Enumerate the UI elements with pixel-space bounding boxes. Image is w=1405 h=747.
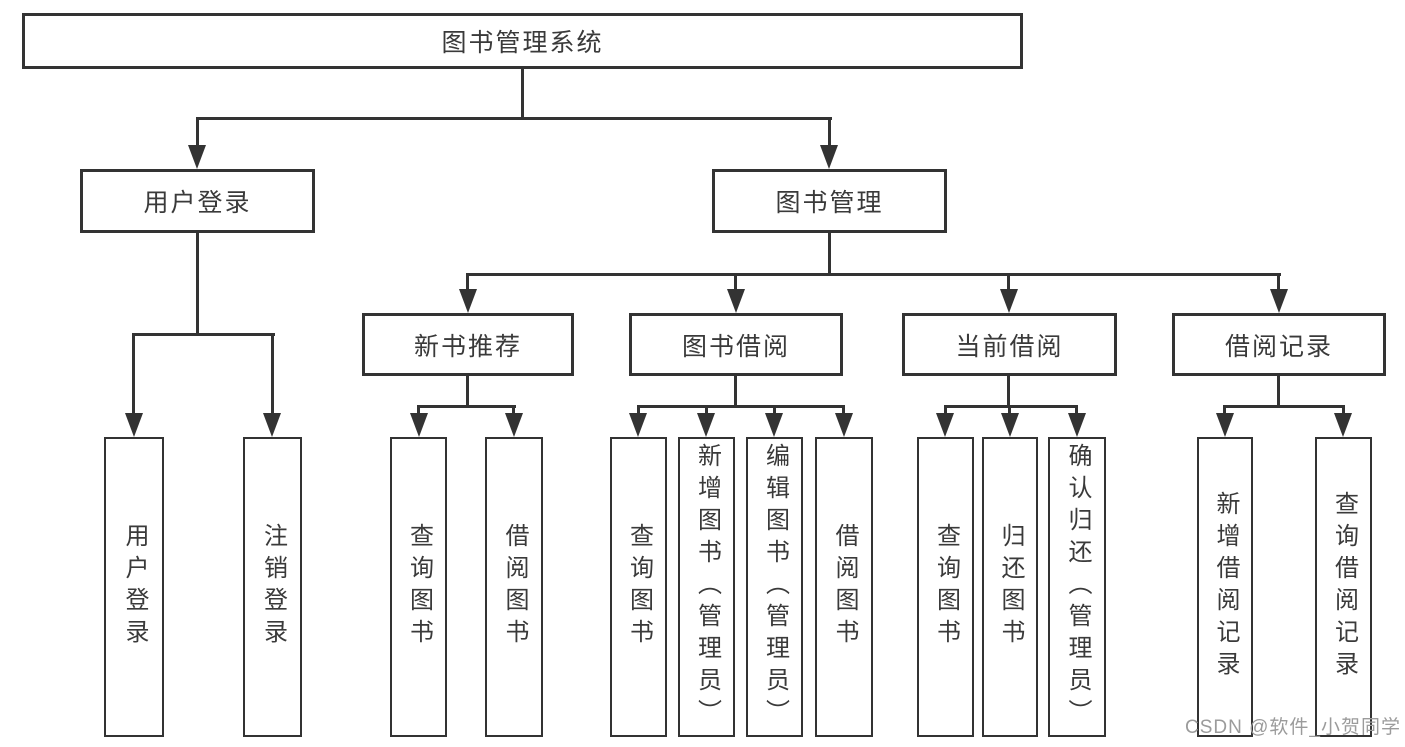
arrowhead-user-login bbox=[188, 145, 206, 169]
connector-drop-leaf-9 bbox=[944, 405, 947, 417]
node-book-management-label: 图书管理 bbox=[775, 189, 884, 217]
node-query-books-borrowing-label: 查询图书 bbox=[625, 523, 653, 651]
connector-recommend-hbar bbox=[417, 405, 516, 408]
node-query-books-current-label: 查询图书 bbox=[932, 523, 960, 651]
connector-records-trunk bbox=[1277, 376, 1280, 405]
arrowhead-login-leaf bbox=[125, 413, 143, 437]
connector-drop-leaf-13 bbox=[1342, 405, 1345, 417]
connector-drop-current-borrow bbox=[1007, 273, 1010, 293]
connector-records-hbar bbox=[1224, 405, 1344, 408]
node-return-books: 归还图书 bbox=[982, 437, 1038, 737]
node-user-login: 用户登录 bbox=[80, 169, 315, 233]
connector-drop-leaf-4 bbox=[512, 405, 515, 417]
node-query-borrow-record: 查询借阅记录 bbox=[1315, 437, 1372, 737]
node-borrowing-records-label: 借阅记录 bbox=[1224, 332, 1333, 361]
node-current-borrowing-label: 当前借阅 bbox=[955, 332, 1064, 361]
arrowhead-leaf-11 bbox=[1068, 413, 1086, 437]
connector-drop-leaf-11 bbox=[1075, 405, 1078, 417]
connector-borrowing-hbar bbox=[637, 405, 845, 408]
connector-drop-book-borrow bbox=[734, 273, 737, 293]
node-user-login-label: 用户登录 bbox=[143, 189, 252, 217]
arrowhead-logout-leaf bbox=[263, 413, 281, 437]
connector-current-trunk bbox=[1007, 376, 1010, 405]
connector-drop-leaf-10 bbox=[1008, 405, 1011, 417]
node-borrow-books-recommend: 借阅图书 bbox=[485, 437, 543, 737]
connector-user-login-trunk bbox=[196, 233, 199, 335]
node-logout-label: 注销登录 bbox=[259, 523, 287, 651]
node-return-books-label: 归还图书 bbox=[997, 523, 1024, 651]
node-query-books-recommend: 查询图书 bbox=[390, 437, 447, 737]
arrowhead-leaf-12 bbox=[1216, 413, 1234, 437]
connector-drop-book-mgmt bbox=[828, 117, 831, 149]
csdn-watermark: CSDN @软件_小贺同学 bbox=[1185, 717, 1401, 738]
connector-level2-hbar bbox=[196, 117, 832, 120]
node-current-borrowing: 当前借阅 bbox=[902, 313, 1117, 376]
node-edit-books-admin-label: 编辑图书（管理员） bbox=[761, 443, 789, 731]
arrowhead-leaf-5 bbox=[629, 413, 647, 437]
node-root: 图书管理系统 bbox=[22, 13, 1023, 69]
node-query-books-borrowing: 查询图书 bbox=[610, 437, 667, 737]
connector-root-trunk bbox=[521, 69, 524, 120]
connector-drop-leaf-8 bbox=[842, 405, 845, 417]
node-new-book-recommend-label: 新书推荐 bbox=[413, 332, 522, 361]
node-new-book-recommend: 新书推荐 bbox=[362, 313, 574, 376]
arrowhead-leaf-6 bbox=[697, 413, 715, 437]
connector-drop-leaf-12 bbox=[1223, 405, 1226, 417]
connector-drop-new-books bbox=[466, 273, 469, 293]
node-book-borrowing-label: 图书借阅 bbox=[681, 332, 790, 361]
connector-drop-borrow-records bbox=[1277, 273, 1280, 293]
node-root-label: 图书管理系统 bbox=[441, 29, 604, 57]
connector-drop-user-login bbox=[196, 117, 199, 149]
connector-borrowing-trunk bbox=[734, 376, 737, 405]
node-add-borrow-record-label: 新增借阅记录 bbox=[1212, 491, 1239, 683]
node-edit-books-admin: 编辑图书（管理员） bbox=[746, 437, 803, 737]
node-user-login-leaf: 用户登录 bbox=[104, 437, 164, 737]
node-user-login-leaf-label: 用户登录 bbox=[121, 523, 148, 651]
node-query-borrow-record-label: 查询借阅记录 bbox=[1330, 491, 1358, 683]
node-borrow-books-borrowing: 借阅图书 bbox=[815, 437, 873, 737]
connector-recommend-trunk bbox=[466, 376, 469, 405]
arrowhead-leaf-10 bbox=[1001, 413, 1019, 437]
arrowhead-leaf-4 bbox=[505, 413, 523, 437]
node-add-borrow-record: 新增借阅记录 bbox=[1197, 437, 1253, 737]
connector-drop-login-leaf bbox=[132, 333, 135, 415]
node-query-books-recommend-label: 查询图书 bbox=[405, 523, 433, 651]
node-borrowing-records: 借阅记录 bbox=[1172, 313, 1386, 376]
arrowhead-borrow-records bbox=[1270, 289, 1288, 313]
arrowhead-leaf-7 bbox=[765, 413, 783, 437]
arrowhead-new-books bbox=[459, 289, 477, 313]
arrowhead-book-mgmt bbox=[820, 145, 838, 169]
arrowhead-leaf-8 bbox=[835, 413, 853, 437]
node-borrow-books-recommend-label: 借阅图书 bbox=[501, 523, 528, 651]
node-book-borrowing: 图书借阅 bbox=[629, 313, 843, 376]
node-confirm-return-admin: 确认归还（管理员） bbox=[1048, 437, 1106, 737]
connector-drop-leaf-3 bbox=[417, 405, 420, 417]
connector-level3-hbar bbox=[467, 273, 1281, 276]
connector-drop-leaf-5 bbox=[637, 405, 640, 417]
node-add-books-admin-label: 新增图书（管理员） bbox=[693, 443, 721, 731]
node-borrow-books-borrowing-label: 借阅图书 bbox=[831, 523, 858, 651]
connector-book-mgmt-trunk bbox=[828, 233, 831, 275]
node-add-books-admin: 新增图书（管理员） bbox=[678, 437, 735, 737]
arrowhead-leaf-13 bbox=[1334, 413, 1352, 437]
arrowhead-leaf-9 bbox=[936, 413, 954, 437]
connector-drop-leaf-6 bbox=[705, 405, 708, 417]
arrowhead-book-borrow bbox=[727, 289, 745, 313]
node-confirm-return-admin-label: 确认归还（管理员） bbox=[1064, 443, 1091, 731]
connector-drop-leaf-7 bbox=[773, 405, 776, 417]
arrowhead-leaf-3 bbox=[410, 413, 428, 437]
arrowhead-current-borrow bbox=[1000, 289, 1018, 313]
node-book-management: 图书管理 bbox=[712, 169, 947, 233]
connector-user-login-hbar bbox=[133, 333, 275, 336]
node-logout: 注销登录 bbox=[243, 437, 302, 737]
connector-drop-logout-leaf bbox=[271, 333, 274, 415]
connector-current-hbar bbox=[944, 405, 1078, 408]
node-query-books-current: 查询图书 bbox=[917, 437, 974, 737]
